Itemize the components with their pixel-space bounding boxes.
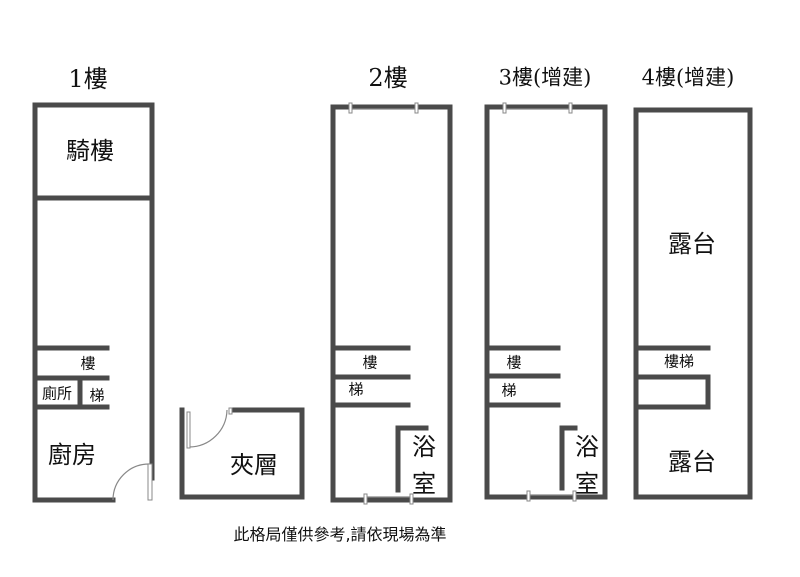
window-icon: [505, 108, 575, 496]
label-stair-bottom: 梯: [348, 380, 364, 399]
mezzanine-walls: [179, 407, 305, 500]
room-bath: 室: [575, 470, 599, 498]
room-toilet: 廁所: [41, 384, 73, 403]
label-stair-bottom: 梯: [89, 386, 105, 405]
floor-2-walls: [330, 102, 453, 505]
floor-4-walls: [633, 107, 753, 500]
floor-4-title: 4樓(增建): [641, 65, 735, 90]
door-swing-icon: [188, 409, 228, 448]
door-swing-icon: [112, 463, 150, 501]
room-balcony: 露台: [668, 230, 716, 258]
room-kitchen: 廚房: [48, 441, 96, 469]
room-bath: 浴: [575, 433, 599, 461]
floor-3-walls: [484, 102, 608, 502]
disclaimer-caption: 此格局僅供參考,請依現場為準: [233, 525, 447, 544]
floor-2-title: 2樓: [368, 64, 408, 92]
label-stair-top: 樓: [506, 353, 522, 372]
room-balcony: 露台: [668, 448, 716, 476]
room-bath: 浴: [412, 433, 436, 461]
room-arcade: 騎樓: [66, 137, 114, 165]
label-stair-bottom: 梯: [501, 381, 517, 400]
label-stair-top: 樓: [80, 354, 96, 373]
floor-1-walls: [32, 102, 155, 503]
room-bath: 室: [412, 470, 436, 498]
label-stairs: 樓梯: [663, 352, 695, 371]
window-icon: [350, 108, 418, 498]
floor-1-title: 1樓: [68, 65, 108, 93]
floor-3-title: 3樓(增建): [498, 65, 592, 90]
room-mezzanine: 夾層: [230, 451, 278, 479]
label-stair-top: 樓: [362, 353, 378, 372]
